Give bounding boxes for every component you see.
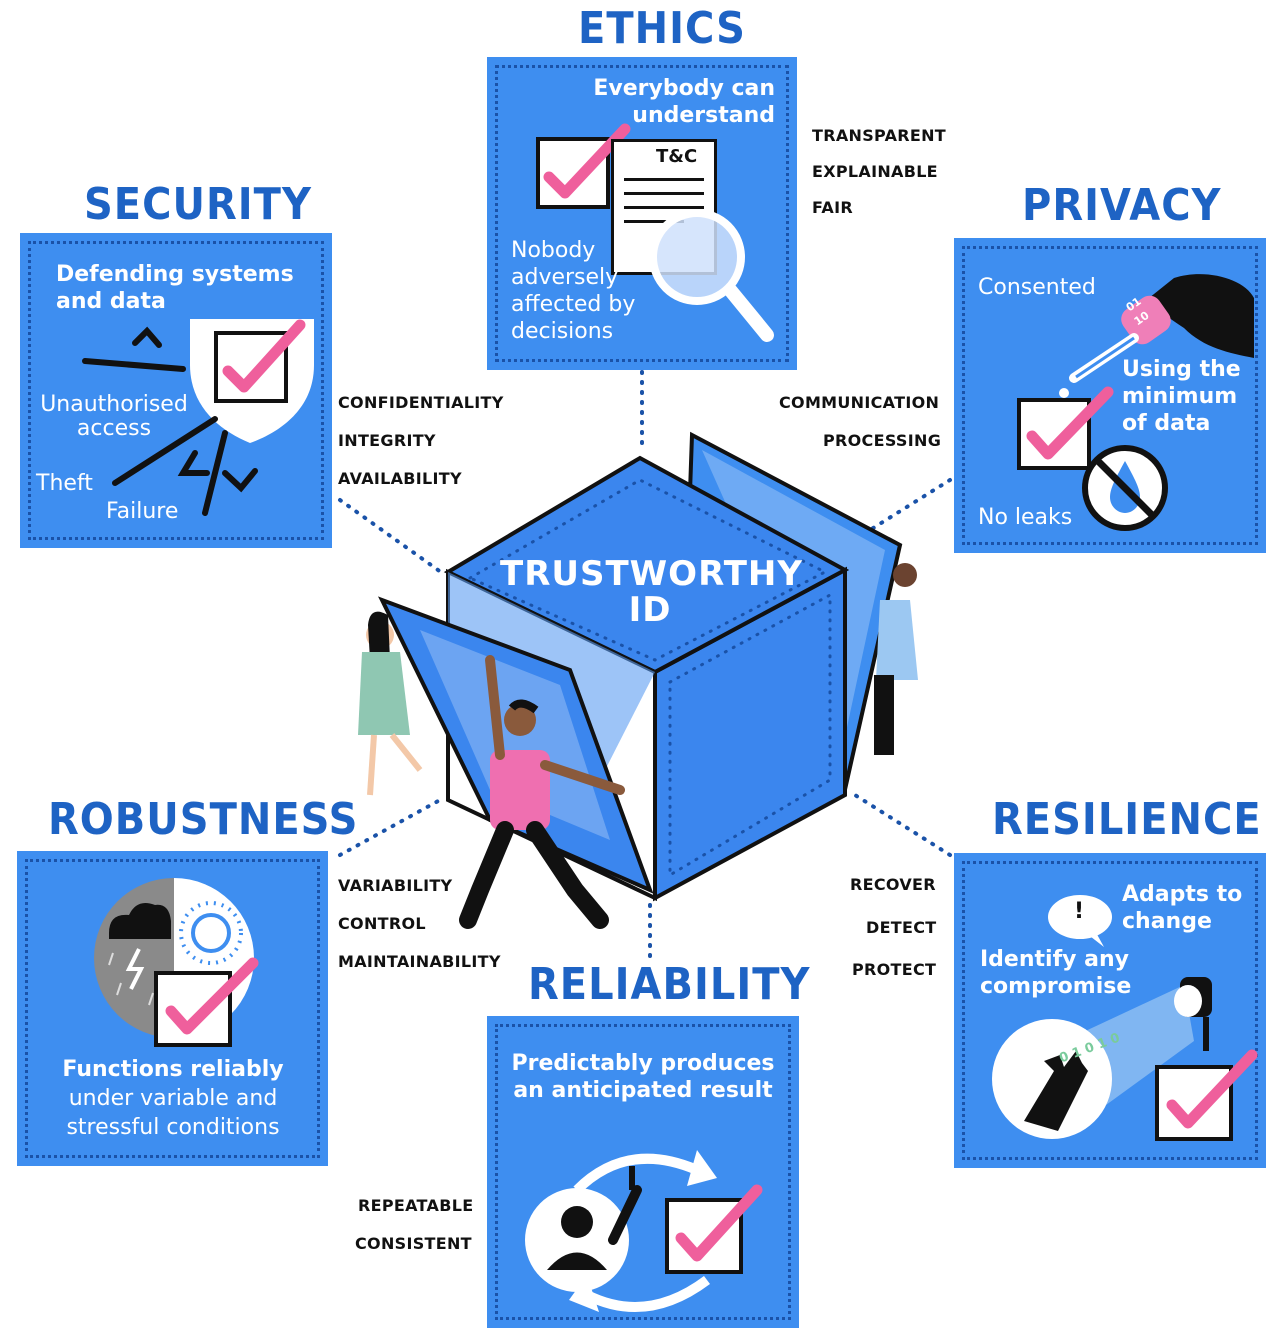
terms-document-icon: T&C [611,139,717,275]
robustness-panel: Functions reliably under variable and st… [17,851,328,1166]
ethics-heading: ETHICS [578,4,746,54]
ethics-checkbox-icon [536,123,631,209]
shield-icon [190,319,314,443]
reliability-keyword-consistent: CONSISTENT [355,1234,472,1253]
repeat-cycle-icon [525,1150,763,1312]
privacy-keyword-processing: PROCESSING [823,431,942,450]
reliability-heading: RELIABILITY [528,960,811,1010]
resilience-checkbox-icon [1155,1049,1258,1141]
privacy-panel: Consented 01 10 Using the minimum of dat… [954,238,1266,553]
security-keyword-integrity: INTEGRITY [338,431,436,450]
speech-bubble-icon [1048,895,1112,947]
ethics-top-text: Everybody can understand [593,76,775,128]
resilience-panel: ! Adapts to change Identify any compromi… [954,853,1266,1168]
doc-label: T&C [656,146,698,167]
hand-dropper-icon [1059,274,1254,398]
ethics-keyword-transparent: TRANSPARENT [812,126,947,145]
security-panel: Defending systems and data Unauthorised … [20,233,332,548]
security-keyword-availability: AVAILABILITY [338,469,462,488]
magnifier-icon [649,209,774,342]
center-title: TRUSTWORTHY ID [500,554,803,630]
resilience-keyword-protect: PROTECT [852,960,937,979]
robustness-checkbox-icon [154,957,259,1047]
robustness-text: Functions reliably under variable and st… [62,1057,284,1140]
privacy-checkbox-icon [1017,386,1114,470]
resilience-identify-text: Identify any compromise [980,947,1132,999]
bubble-exclamation: ! [1074,899,1085,924]
robustness-keyword-maintainability: MAINTAINABILITY [338,952,501,971]
privacy-consented: Consented [978,275,1096,300]
threat-theft: Theft [36,471,93,496]
privacy-no-leaks: No leaks [978,505,1073,530]
threat-arrows-icon [82,326,258,516]
privacy-heading: PRIVACY [1022,181,1222,231]
robustness-heading: ROBUSTNESS [48,795,359,845]
ethics-keyword-fair: FAIR [812,198,853,217]
person-green-dress [358,611,423,796]
robustness-keyword-control: CONTROL [338,914,426,933]
security-heading: SECURITY [84,180,312,230]
ethics-keyword-explainable: EXPLAINABLE [812,162,938,181]
resilience-keyword-detect: DETECT [866,918,937,937]
robustness-keyword-variability: VARIABILITY [338,876,453,895]
privacy-keyword-communication: COMMUNICATION [779,393,940,412]
security-keyword-confidentiality: CONFIDENTIALITY [338,393,504,412]
trustworthy-id-cube [358,431,918,929]
privacy-minimum-text: Using the minimum of data [1122,357,1241,436]
ethics-panel: Everybody can understand T&C Nobody adve… [487,57,797,370]
reliability-panel: Predictably produces an anticipated resu… [487,1016,799,1328]
resilience-adapt-text: Adapts to change [1122,882,1243,934]
spotlight-detect-icon [992,977,1212,1139]
threat-unauthorised-access: Unauthorised access [40,392,188,441]
ethics-bottom-text: Nobody adversely affected by decisions [511,238,636,344]
no-leak-icon [1082,445,1168,531]
security-text: Defending systems and data [56,262,294,314]
person-light-blue [874,563,918,755]
resilience-keyword-recover: RECOVER [850,875,936,894]
threat-failure: Failure [106,499,179,524]
person-pink-shirt [459,655,625,929]
resilience-heading: RESILIENCE [992,795,1262,845]
reliability-text: Predictably produces an anticipated resu… [511,1051,775,1103]
reliability-keyword-repeatable: REPEATABLE [358,1196,474,1215]
